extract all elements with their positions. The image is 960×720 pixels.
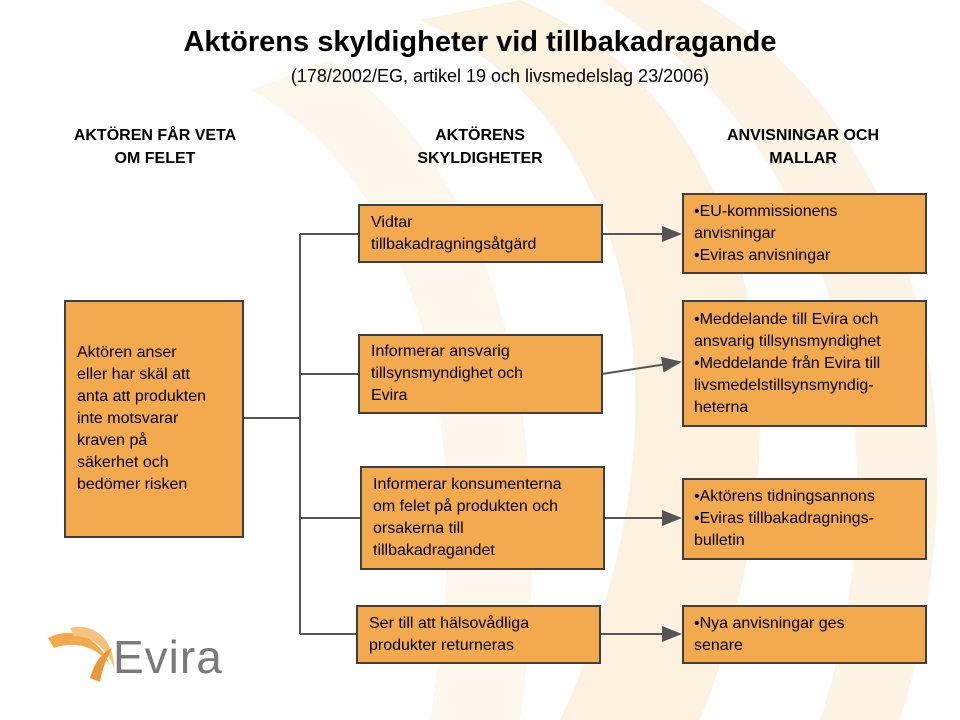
duty-box-withdrawal: Vidtar tillbakadragningsåtgärd [358, 204, 603, 263]
duty-box-text: Ser till att hälsovådliga produkter retu… [369, 613, 529, 657]
guidance-box-2: •Meddelande till Evira och ansvarig till… [682, 300, 927, 427]
guidance-box-text: •Meddelande till Evira och ansvarig till… [694, 309, 881, 419]
guidance-box-1: •EU-kommissionens anvisningar •Eviras an… [682, 193, 927, 274]
evira-logo-text: Evira [113, 630, 223, 684]
guidance-box-text: •Aktörens tidningsannons •Eviras tillbak… [694, 486, 875, 552]
guidance-box-4: •Nya anvisningar ges senare [682, 605, 927, 664]
column-header-discovery: AKTÖREN FÅR VETA OM FELET [40, 124, 270, 170]
source-box-actor-discovers-fault: Aktören anser eller har skäl att anta at… [64, 300, 244, 538]
duty-box-returns: Ser till att hälsovådliga produkter retu… [356, 605, 601, 664]
source-box-text: Aktören anser eller har skäl att anta at… [77, 342, 206, 496]
column-header-duties: AKTÖRENS SKYLDIGHETER [360, 124, 600, 170]
guidance-box-3: •Aktörens tidningsannons •Eviras tillbak… [682, 478, 927, 560]
page-title: Aktörens skyldigheter vid tillbakadragan… [0, 26, 960, 59]
duty-box-text: Vidtar tillbakadragningsåtgärd [371, 212, 536, 256]
arrow-duty-2-to-guidance-2 [602, 362, 680, 374]
duty-box-inform-authority: Informerar ansvarig tillsynsmyndighet oc… [358, 334, 603, 414]
duty-box-text: Informerar konsumenterna om felet på pro… [373, 474, 562, 562]
column-header-guidance: ANVISNINGAR OCH MALLAR [680, 124, 926, 170]
duty-box-inform-consumers: Informerar konsumenterna om felet på pro… [360, 466, 605, 570]
page-subtitle: (178/2002/EG, artikel 19 och livsmedelsl… [0, 66, 960, 87]
guidance-box-text: •Nya anvisningar ges senare [694, 613, 845, 657]
guidance-box-text: •EU-kommissionens anvisningar •Eviras an… [694, 201, 837, 267]
duty-box-text: Informerar ansvarig tillsynsmyndighet oc… [371, 341, 523, 407]
